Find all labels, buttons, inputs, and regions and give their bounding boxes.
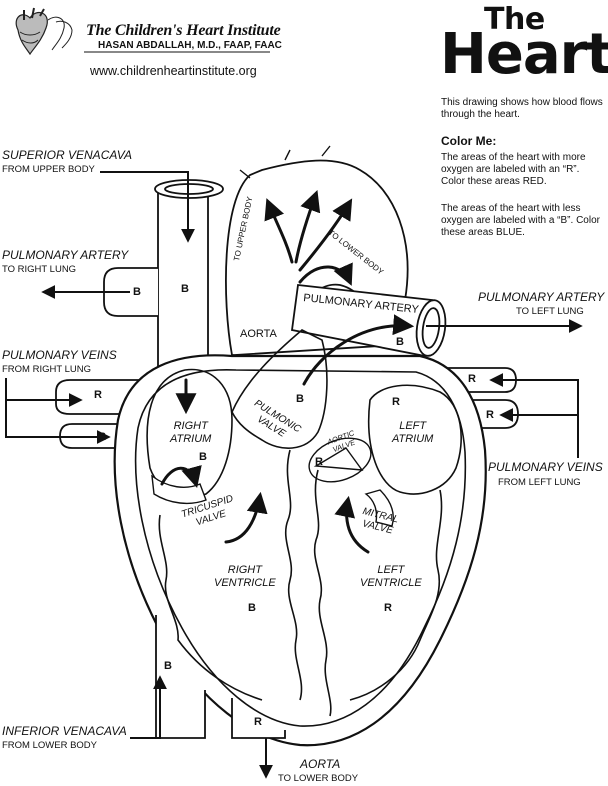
color-me-heading: Color Me: <box>441 134 497 148</box>
label-right-atrium: RIGHT ATRIUM <box>170 420 211 446</box>
letter-r-left-atrium: R <box>392 396 400 408</box>
label-superior-venacava: SUPERIOR VENACAVA <box>2 148 133 162</box>
label-pulmonary-artery-left-sub: TO RIGHT LUNG <box>2 264 77 275</box>
heart-outer-wall <box>113 354 487 747</box>
label-pulmonary-veins-left-sub: FROM RIGHT LUNG <box>2 364 92 375</box>
label-right-atrium-1: RIGHT <box>173 420 208 432</box>
label-left-ventricle: LEFT VENTRICLE <box>360 564 422 590</box>
letter-b-pulmonary-artery-right-lung: B <box>133 286 141 298</box>
mitral-valve-shape <box>364 489 394 527</box>
institute-name: The Children's Heart Institute <box>86 22 281 39</box>
flow-arrows <box>160 190 415 554</box>
label-pulmonary-artery-right-sub: TO LEFT LUNG <box>516 306 584 317</box>
label-pulmonary-veins-left: PULMONARY VEINS <box>2 348 117 362</box>
left-ventricle-wall <box>349 489 443 701</box>
label-pulmonary-veins-right-sub: FROM LEFT LUNG <box>498 477 581 488</box>
letter-b-right-atrium: B <box>199 451 207 463</box>
label-left-ventricle-1: LEFT <box>377 564 405 576</box>
letter-b-pulmonary-artery: B <box>396 336 404 348</box>
label-inferior-venacava: INFERIOR VENACAVA <box>2 724 127 738</box>
pulmonary-artery-tube-shape <box>290 284 447 358</box>
label-pulmonary-artery-left: PULMONARY ARTERY <box>2 248 129 262</box>
letter-b-inferior-vena-cava: B <box>164 660 172 672</box>
website-link[interactable]: www.childrenheartinstitute.org <box>90 64 257 78</box>
pulmonic-valve-outline <box>231 329 328 449</box>
letter-r-pulmonary-vein-right-upper: R <box>94 389 102 401</box>
label-left-atrium-1: LEFT <box>399 420 427 432</box>
heart-inner-wall <box>134 369 467 727</box>
left-atrium-chamber <box>368 384 462 495</box>
letter-r-pulmonary-vein-left-lower: R <box>486 409 494 421</box>
leader-lines <box>5 171 583 779</box>
label-pulmonary-veins-right: PULMONARY VEINS <box>488 460 603 474</box>
blue-instruction: The areas of the heart with less oxygen … <box>441 203 600 238</box>
intro-description: This drawing shows how blood flows throu… <box>441 97 603 120</box>
label-superior-venacava-sub: FROM UPPER BODY <box>2 164 95 175</box>
aortic-valve-shape <box>308 437 372 483</box>
label-aorta-bottom-sub: TO LOWER BODY <box>278 773 359 784</box>
label-right-ventricle: RIGHT VENTRICLE <box>214 564 276 590</box>
tricuspid-valve-shape <box>151 474 207 505</box>
label-left-atrium: LEFT ATRIUM <box>392 420 433 446</box>
label-right-atrium-2: ATRIUM <box>170 433 212 445</box>
logo-heart-icon <box>15 7 73 56</box>
label-left-ventricle-2: VENTRICLE <box>360 577 422 589</box>
label-aorta-bottom: AORTA <box>300 757 341 771</box>
letter-b-right-ventricle: B <box>248 602 256 614</box>
letter-r-aortic-valve: R <box>315 456 323 468</box>
label-left-atrium-2: ATRIUM <box>392 433 434 445</box>
septum-right-edge <box>313 469 332 717</box>
label-pulmonary-artery-right: PULMONARY ARTERY <box>478 290 605 304</box>
label-right-ventricle-1: RIGHT <box>227 564 262 576</box>
descending-aorta-shape <box>231 698 286 739</box>
letter-r-pulmonary-vein-right-lower: R <box>98 431 106 443</box>
red-instruction: The areas of the heart with more oxygen … <box>441 152 586 187</box>
letter-r-pulmonary-vein-left-upper: R <box>468 373 476 385</box>
letter-b-superior-vena-cava: B <box>181 283 189 295</box>
label-aorta-inner: AORTA <box>240 328 277 340</box>
letter-b-pulmonic-region: B <box>296 393 304 405</box>
letter-r-descending-aorta: R <box>254 716 262 728</box>
letter-r-left-ventricle: R <box>384 602 392 614</box>
title-the: The <box>484 2 545 37</box>
label-inferior-venacava-sub: FROM LOWER BODY <box>2 740 98 751</box>
right-ventricle-wall <box>158 514 263 701</box>
label-right-ventricle-2: VENTRICLE <box>214 577 276 589</box>
title-heart: Heart <box>440 22 608 87</box>
doctor-credentials: HASAN ABDALLAH, M.D., FAAP, FAAC <box>98 40 282 51</box>
interventricular-septum <box>284 449 303 701</box>
